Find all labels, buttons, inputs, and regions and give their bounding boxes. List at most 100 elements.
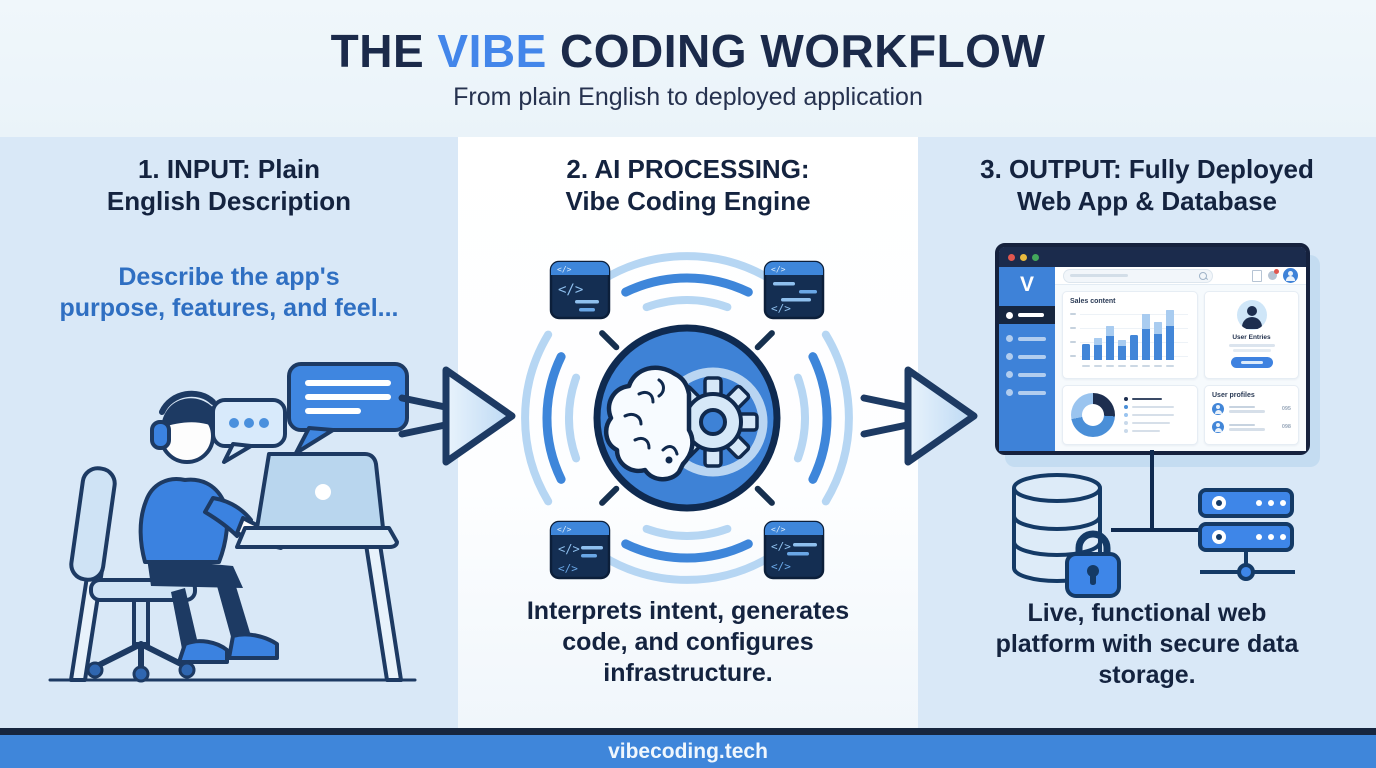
list-item-value: 098 xyxy=(1281,424,1291,430)
sidebar-nav-item xyxy=(999,335,1055,342)
list-item: 098 xyxy=(1212,421,1291,433)
laptop xyxy=(235,452,399,549)
title-prefix: THE xyxy=(330,25,438,77)
list-item-value: 095 xyxy=(1281,406,1291,412)
footer-bar: vibecoding.tech xyxy=(0,735,1376,768)
donut-legend xyxy=(1124,397,1189,433)
mini-bar xyxy=(1094,338,1102,360)
browser-window: V Sales content xyxy=(995,243,1310,455)
notification-bell-icon xyxy=(1268,269,1279,280)
title-highlight: VIBE xyxy=(437,25,547,77)
nav-icon xyxy=(1006,311,1013,319)
donut-chart xyxy=(1071,393,1115,437)
svg-text:</>: </> xyxy=(771,540,791,553)
footer-divider xyxy=(0,728,1376,735)
app-logo: V xyxy=(1019,273,1034,296)
page-title: THE VIBE CODING WORKFLOW xyxy=(0,24,1376,78)
profile-action-button xyxy=(1230,357,1273,368)
person-at-laptop-illustration xyxy=(48,362,417,683)
headphones-earcup xyxy=(150,420,171,450)
svg-text:</>: </> xyxy=(558,562,578,575)
browser-titlebar xyxy=(999,247,1306,267)
signal-waves-icon xyxy=(521,252,853,584)
legend-row xyxy=(1124,397,1189,401)
headphones-band xyxy=(159,390,216,415)
code-block-icon: </> </> </> xyxy=(763,520,825,580)
svg-text:</>: </> xyxy=(771,560,791,573)
sidebar-nav-item xyxy=(999,389,1055,396)
mini-bar-chart-xticks xyxy=(1082,365,1188,367)
svg-text:</>: </> xyxy=(557,265,572,274)
connector-lines xyxy=(1111,450,1200,532)
legend-row xyxy=(1124,429,1189,433)
header-band: THE VIBE CODING WORKFLOW From plain Engl… xyxy=(0,0,1376,137)
svg-text:</>: </> xyxy=(557,525,572,534)
nav-icon xyxy=(1006,389,1013,396)
code-block-icon: </> </> xyxy=(763,260,825,320)
mini-bar-chart xyxy=(1070,308,1190,368)
svg-text:</>: </> xyxy=(771,265,786,274)
nav-icon xyxy=(1006,371,1013,378)
mini-bar xyxy=(1154,322,1162,360)
profile-card: User Entries xyxy=(1204,291,1299,379)
input-description: Describe the app's purpose, features, an… xyxy=(59,263,399,322)
brain-gear-icon xyxy=(593,324,781,512)
mini-bar-chart-bars xyxy=(1082,310,1188,360)
list-card-title: User profiles xyxy=(1212,392,1255,399)
nav-icon xyxy=(1006,335,1013,342)
page-subtitle: From plain English to deployed applicati… xyxy=(453,83,923,111)
user-avatar-icon xyxy=(1212,403,1224,415)
svg-text:</>: </> xyxy=(771,525,786,534)
document-icon xyxy=(1252,269,1262,282)
nav-icon xyxy=(1006,353,1013,360)
sidebar-nav-item xyxy=(999,353,1055,360)
traffic-light-yellow-icon xyxy=(1020,253,1027,261)
search-icon xyxy=(1199,271,1207,280)
mini-bar xyxy=(1106,326,1114,360)
list-item: 095 xyxy=(1212,403,1291,415)
footer: vibecoding.tech xyxy=(0,728,1376,768)
user-avatar-icon xyxy=(1212,421,1224,433)
traffic-light-red-icon xyxy=(1008,253,1015,261)
infrastructure-illustration xyxy=(1012,450,1295,598)
code-block-icon: </> </> </> xyxy=(549,520,611,580)
speech-bubble-dots-icon xyxy=(211,398,287,464)
person xyxy=(138,390,287,664)
legend-row xyxy=(1124,421,1189,425)
mini-bar xyxy=(1118,340,1126,360)
mini-bar xyxy=(1166,310,1174,360)
mini-bar xyxy=(1082,344,1090,360)
sidebar-nav-item xyxy=(999,371,1055,378)
connector-dashes xyxy=(599,330,775,506)
donut-chart-card xyxy=(1062,385,1198,445)
legend-row xyxy=(1124,413,1189,417)
speech-bubble-text-icon xyxy=(287,362,409,455)
output-description: Live, functional web platform with secur… xyxy=(995,599,1299,689)
mini-bar xyxy=(1142,314,1150,360)
profile-card-title: User Entries xyxy=(1232,334,1271,341)
output-heading: 3. OUTPUT: Fully Deployed Web App & Data… xyxy=(980,154,1314,216)
svg-text:</>: </> xyxy=(771,302,791,315)
processing-heading: 2. AI PROCESSING: Vibe Coding Engine xyxy=(565,154,811,216)
processing-description: Interprets intent, generates code, and c… xyxy=(526,597,850,687)
code-block-icon: </> </> xyxy=(549,260,611,320)
lock-icon xyxy=(1065,530,1121,598)
user-avatar-icon xyxy=(1283,268,1298,283)
dashboard-sidebar: V xyxy=(999,267,1055,451)
input-heading: 1. INPUT: Plain English Description xyxy=(106,154,352,216)
user-list-card: User profiles 095 098 xyxy=(1204,385,1299,445)
arrow-right-icon xyxy=(860,366,978,466)
bar-chart-card: Sales content xyxy=(1062,291,1198,379)
ai-engine-illustration: </> </> </> </> </> </> </> </> xyxy=(521,252,853,584)
dashboard-topbar xyxy=(1055,267,1306,285)
search-input xyxy=(1063,268,1213,283)
mini-bar xyxy=(1130,335,1138,360)
sidebar-nav-item-active xyxy=(999,306,1055,324)
legend-row xyxy=(1124,405,1189,409)
svg-text:</>: </> xyxy=(558,282,583,298)
svg-text:</>: </> xyxy=(558,542,580,556)
office-chair xyxy=(69,466,197,683)
traffic-light-green-icon xyxy=(1032,253,1039,261)
title-suffix: CODING WORKFLOW xyxy=(546,25,1046,77)
